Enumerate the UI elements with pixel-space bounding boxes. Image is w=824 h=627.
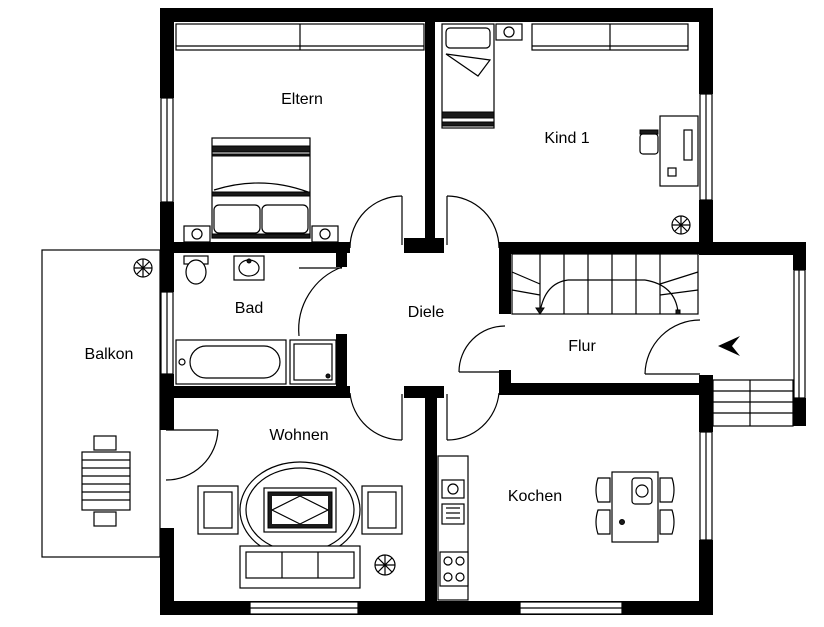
bad-fixtures [175, 255, 337, 385]
entrance-steps [712, 379, 794, 427]
balkon-furniture [81, 258, 153, 527]
room-label-balkon: Balkon [85, 346, 134, 363]
room-label-wohnen: Wohnen [269, 427, 328, 444]
interior-walls [160, 8, 713, 615]
brand-watermark: McGrundriss [703, 553, 712, 598]
eltern-furniture [175, 23, 425, 243]
room-label-eltern: Eltern [281, 91, 323, 108]
windows [160, 93, 806, 615]
kind1-furniture [441, 23, 699, 235]
room-label-kind1: Kind 1 [544, 130, 589, 147]
wohnen-furniture [197, 461, 403, 589]
room-label-diele: Diele [408, 304, 445, 321]
staircase [511, 253, 699, 315]
kochen-furniture [437, 455, 675, 601]
room-label-flur: Flur [568, 338, 596, 355]
room-label-bad: Bad [235, 300, 263, 317]
entrance-arrow-icon [718, 336, 740, 356]
balcony [41, 249, 161, 558]
room-label-kochen: Kochen [508, 488, 562, 505]
doors [165, 195, 701, 481]
